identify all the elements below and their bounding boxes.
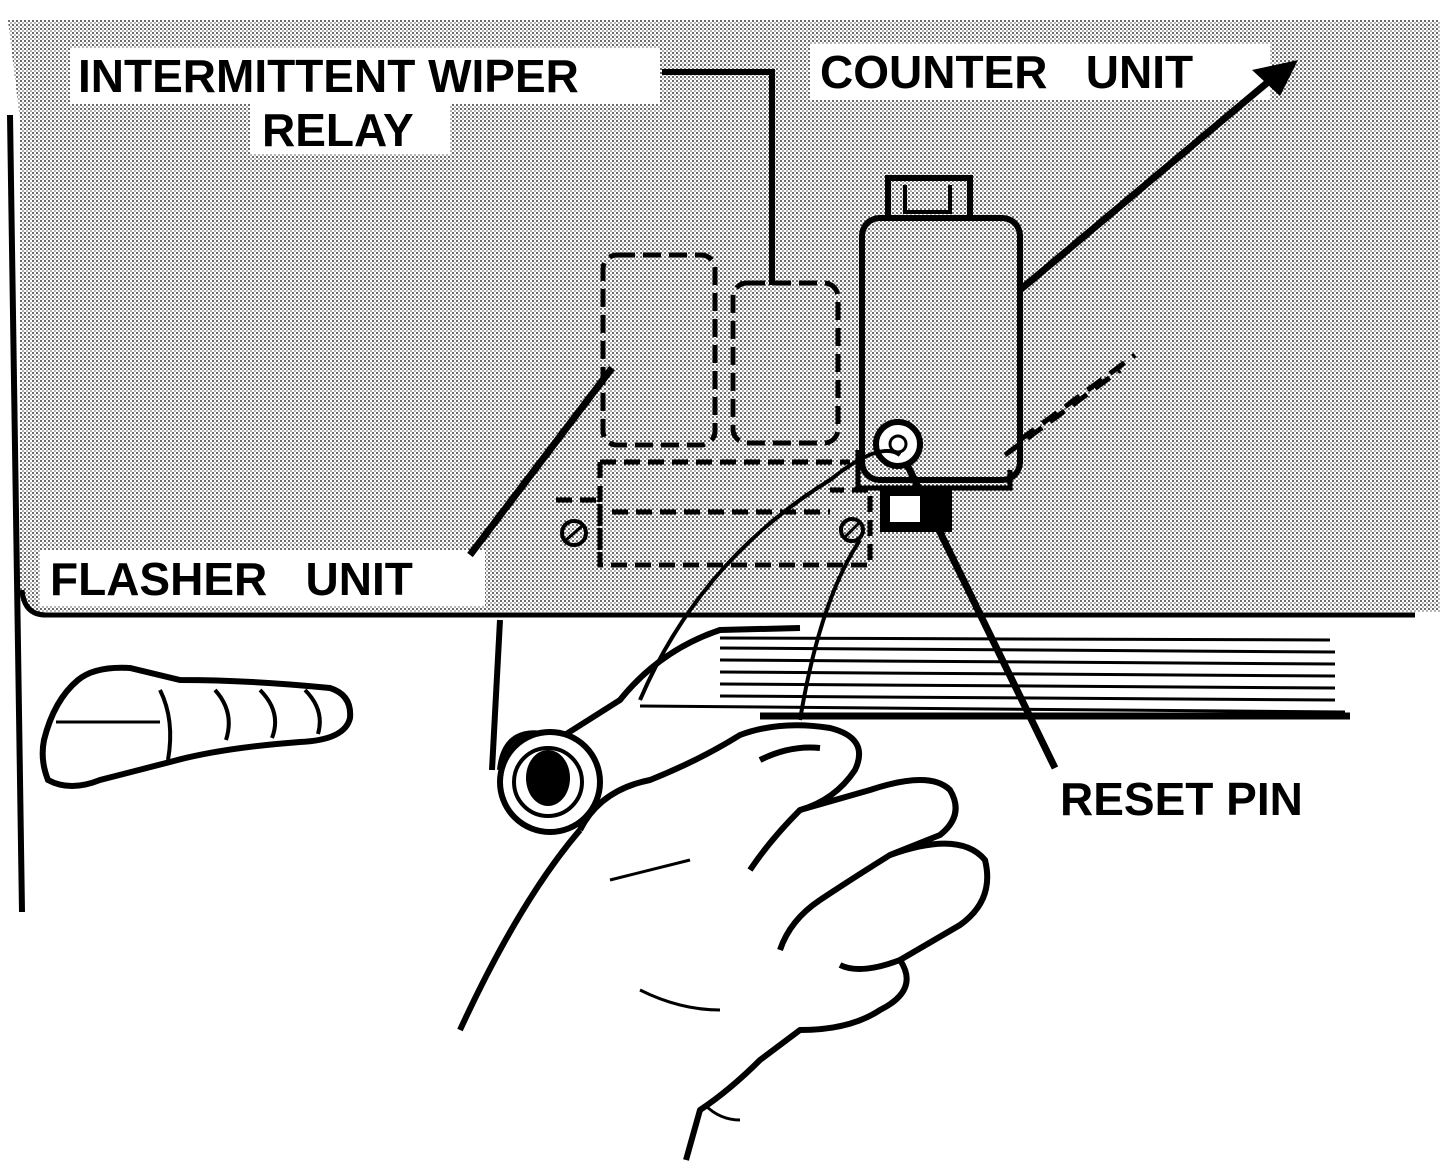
arrow-counter-unit bbox=[1252, 60, 1298, 96]
screw-icon bbox=[560, 519, 588, 547]
leader-flasher-unit bbox=[467, 365, 615, 558]
knob-icon bbox=[39, 664, 354, 789]
label-counter-unit: COUNTER UNIT bbox=[820, 46, 1193, 98]
label-wiper-relay-line1: INTERMITTENT WIPER bbox=[78, 50, 579, 102]
label-wiper-relay-line2: RELAY bbox=[262, 104, 414, 156]
screw-icon bbox=[839, 517, 865, 543]
mount-bracket bbox=[556, 459, 873, 568]
flasher-unit-box bbox=[600, 252, 718, 448]
hand-icon bbox=[457, 722, 991, 1161]
wiper-relay-box bbox=[730, 280, 841, 446]
dash-panel bbox=[8, 20, 1440, 612]
panel-bottom-edge bbox=[19, 589, 1415, 618]
pull-string bbox=[638, 448, 902, 721]
label-flasher-unit: FLASHER UNIT bbox=[50, 553, 413, 605]
carpet-roll bbox=[489, 619, 1350, 835]
leader-wiper-relay bbox=[662, 69, 775, 285]
label-reset-pin: RESET PIN bbox=[1060, 773, 1303, 825]
panel-left-edge bbox=[7, 114, 25, 913]
leader-counter-unit bbox=[1017, 69, 1283, 293]
